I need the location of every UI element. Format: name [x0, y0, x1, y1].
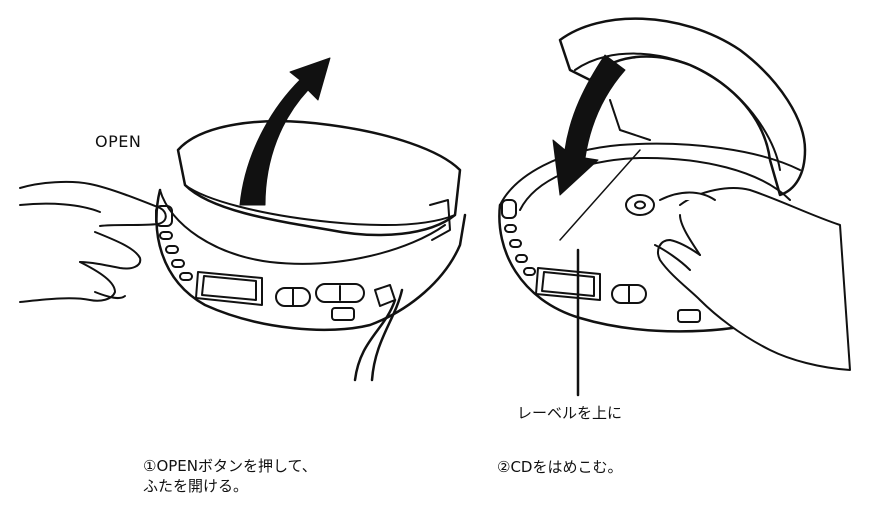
label-side-up-callout: レーベルを上に [517, 404, 623, 422]
open-button-left [155, 205, 173, 227]
step1-caption-line1: ①OPENボタンを押して、 [143, 457, 317, 475]
right-hand [654, 187, 851, 371]
display-window-left [195, 271, 263, 306]
left-hand [19, 180, 167, 303]
step1-caption: ①OPENボタンを押して、 ふたを開ける。 [143, 456, 317, 496]
side-buttons [159, 231, 193, 281]
left-cd-player [155, 119, 467, 382]
lift-lid-arrow [239, 57, 331, 206]
open-button-label: OPEN [95, 132, 142, 151]
step1-caption-line2: ふたを開ける。 [143, 477, 249, 495]
insert-disc-arrow [552, 54, 626, 196]
step2-caption: ②CDをはめこむ。 [497, 458, 623, 476]
